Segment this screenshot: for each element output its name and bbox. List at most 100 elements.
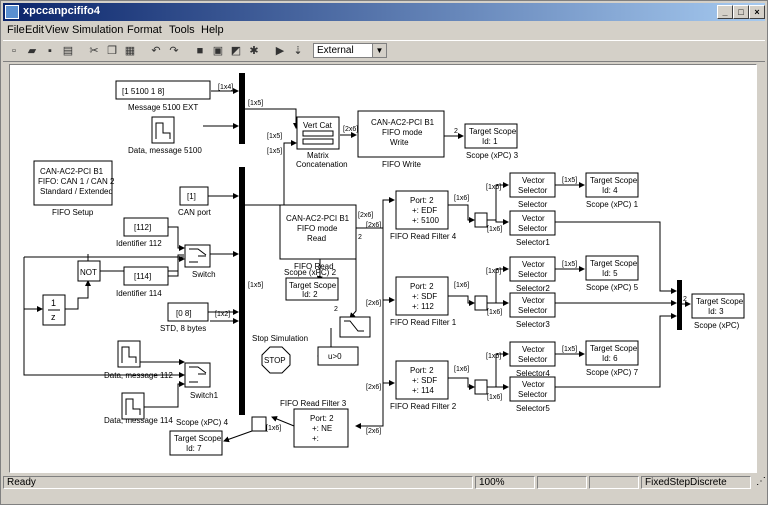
mux-bar[interactable] <box>239 167 245 415</box>
block-text: FIFO mode <box>382 128 423 137</box>
block-text: Vector <box>522 214 545 223</box>
connect-target-icon[interactable]: ⇣ <box>293 45 303 57</box>
close-button[interactable]: × <box>749 5 765 19</box>
block-fifo-write[interactable]: CAN-AC2-PCI B1 FIFO mode Write FIFO Writ… <box>357 110 445 169</box>
block-demux[interactable] <box>251 416 267 432</box>
block-can-port[interactable]: [1] CAN port <box>178 186 212 217</box>
block-not[interactable]: NOT <box>77 260 101 282</box>
block-text: Selector <box>518 355 548 364</box>
open-icon[interactable]: ▰ <box>27 45 37 57</box>
block-compare-to-zero[interactable]: u>0 <box>317 346 359 366</box>
block-identifier-114[interactable]: [114] Identifier 114 <box>116 266 169 298</box>
mux-bar[interactable] <box>677 280 682 330</box>
start-simulation-icon[interactable]: ▶ <box>275 45 285 57</box>
model-canvas[interactable]: [1 5100 1 8] Message 5100 EXT Data, mess… <box>9 64 757 473</box>
status-text: Ready <box>3 476 473 489</box>
block-target-scope-4[interactable]: Target Scope Id: 4 Scope (xPC) 1 <box>585 172 639 209</box>
block-std-8-bytes[interactable]: [0 8] STD, 8 bytes <box>160 302 209 333</box>
maximize-button[interactable]: □ <box>733 5 749 19</box>
debugger-icon[interactable]: ◩ <box>230 45 242 57</box>
block-selector5[interactable]: Vector Selector Selector5 <box>509 376 556 413</box>
block-demux[interactable] <box>474 295 488 311</box>
menu-bar: File Edit View Simulation Format Tools H… <box>3 22 765 39</box>
block-selector4[interactable]: Vector Selector Selector4 <box>509 341 556 378</box>
settings-icon[interactable]: ✱ <box>249 45 259 57</box>
block-label: Selector <box>518 200 548 209</box>
block-data-message-112[interactable]: Data, message 112 <box>104 340 173 380</box>
signal-label: [1x6] <box>486 184 501 191</box>
block-text: +: NE <box>312 424 332 433</box>
block-target-scope-2[interactable]: Target Scope Id: 2 Scope (xPC) 2 <box>284 268 339 301</box>
signal-label: [1x6] <box>487 226 502 233</box>
block-target-scope-7[interactable]: Target Scope Id: 7 Scope (xPC) 4 <box>169 418 229 456</box>
block-demux[interactable] <box>474 212 488 228</box>
block-text: Selector <box>518 270 548 279</box>
menu-view[interactable]: View <box>45 24 69 36</box>
block-text: +: SDF <box>412 376 437 385</box>
block-data-message-114[interactable]: Data, message 114 <box>104 392 173 425</box>
model-explorer-icon[interactable]: ▣ <box>212 45 224 57</box>
block-matrix-concatenation[interactable]: Vert Cat Matrix Concatenation <box>296 116 348 169</box>
menu-help[interactable]: Help <box>201 24 224 36</box>
copy-icon[interactable]: ❐ <box>107 45 117 57</box>
library-browser-icon[interactable]: ■ <box>196 45 204 57</box>
signal-label: [1x5] <box>562 177 577 184</box>
menu-file[interactable]: File <box>7 24 25 36</box>
block-label: Scope (xPC) 4 <box>176 418 229 427</box>
block-identifier-112[interactable]: [112] Identifier 112 <box>116 217 169 248</box>
signal-label: [1x4] <box>218 84 233 91</box>
block-selector[interactable]: Vector Selector Selector <box>509 172 556 209</box>
menu-tools[interactable]: Tools <box>169 24 195 36</box>
block-fifo-setup[interactable]: CAN-AC2-PCI B1 FIFO: CAN 1 / CAN 2 Stand… <box>33 160 115 217</box>
block-switch1[interactable]: Switch1 <box>184 362 219 400</box>
block-fifo-read-filter-2[interactable]: Port: 2 +: SDF +: 114 FIFO Read Filter 2 <box>390 360 457 411</box>
block-selector2[interactable]: Vector Selector Selector2 <box>509 256 556 293</box>
block-target-scope-5[interactable]: Target Scope Id: 5 Scope (xPC) 5 <box>585 255 639 292</box>
block-label: Scope (xPC) 1 <box>586 200 639 209</box>
save-icon[interactable]: ▪ <box>48 45 52 57</box>
block-target-scope-6[interactable]: Target Scope Id: 6 Scope (xPC) 7 <box>585 340 639 377</box>
block-label: Concatenation <box>296 160 348 169</box>
simulation-mode-select[interactable]: External ▼ <box>313 43 387 58</box>
block-value: [114] <box>134 272 151 281</box>
block-fifo-read-filter-3[interactable]: Port: 2 +: NE +: FIFO Read Filter 3 <box>280 399 349 448</box>
mux-bar[interactable] <box>239 73 245 144</box>
block-stop-switch[interactable] <box>339 316 371 338</box>
block-selector1[interactable]: Vector Selector Selector1 <box>509 210 556 247</box>
print-icon[interactable]: ▤ <box>62 45 74 57</box>
resize-grip-icon[interactable]: ⋰ <box>756 476 766 487</box>
redo-icon[interactable]: ↷ <box>169 45 179 57</box>
block-text: 1 <box>51 298 56 308</box>
signal-label: [2x6] <box>358 212 373 219</box>
menu-simulation[interactable]: Simulation <box>72 24 124 36</box>
menu-format[interactable]: Format <box>127 24 162 36</box>
minimize-button[interactable]: _ <box>717 5 733 19</box>
block-label: Data, message 5100 <box>128 146 202 155</box>
block-text: Port: 2 <box>410 366 434 375</box>
menu-edit[interactable]: Edit <box>25 24 44 36</box>
block-fifo-read[interactable]: CAN-AC2-PCI B1 FIFO mode Read FIFO Read <box>279 204 357 271</box>
block-demux[interactable] <box>474 379 488 395</box>
block-message-5100-ext[interactable]: [1 5100 1 8] Message 5100 EXT <box>115 80 211 112</box>
undo-icon[interactable]: ↶ <box>151 45 161 57</box>
block-data-message-5100[interactable]: Data, message 5100 <box>128 116 202 155</box>
block-switch[interactable]: Switch <box>184 244 216 279</box>
block-target-scope-1[interactable]: Target Scope Id: 1 Scope (xPC) 3 <box>464 123 519 160</box>
block-stop-simulation[interactable]: STOP <box>261 346 291 374</box>
block-fifo-read-filter-4[interactable]: Port: 2 +: EDF +: 5100 FIFO Read Filter … <box>390 190 457 241</box>
block-selector3[interactable]: Vector Selector Selector3 <box>509 292 556 329</box>
block-target-scope-3[interactable]: Target Scope Id: 3 Scope (xPC) <box>691 293 745 330</box>
block-text: FIFO mode <box>297 224 338 233</box>
block-value: [1 5100 1 8] <box>122 87 164 96</box>
block-text: +: 5100 <box>412 216 439 225</box>
signal-label: [2x6] <box>343 126 358 133</box>
title-bar[interactable]: xpccanpcififo4 _ □ × <box>3 3 765 21</box>
cut-icon[interactable]: ✂ <box>89 45 99 57</box>
chevron-down-icon[interactable]: ▼ <box>372 44 386 57</box>
block-unit-delay[interactable]: 1 z <box>42 294 66 326</box>
new-icon[interactable]: ▫ <box>12 45 16 57</box>
block-label: Matrix <box>307 151 329 160</box>
block-fifo-read-filter-1[interactable]: Port: 2 +: SDF +: 112 FIFO Read Filter 1 <box>390 276 457 327</box>
paste-icon[interactable]: ▦ <box>124 45 136 57</box>
block-text: Id: 6 <box>602 354 618 363</box>
